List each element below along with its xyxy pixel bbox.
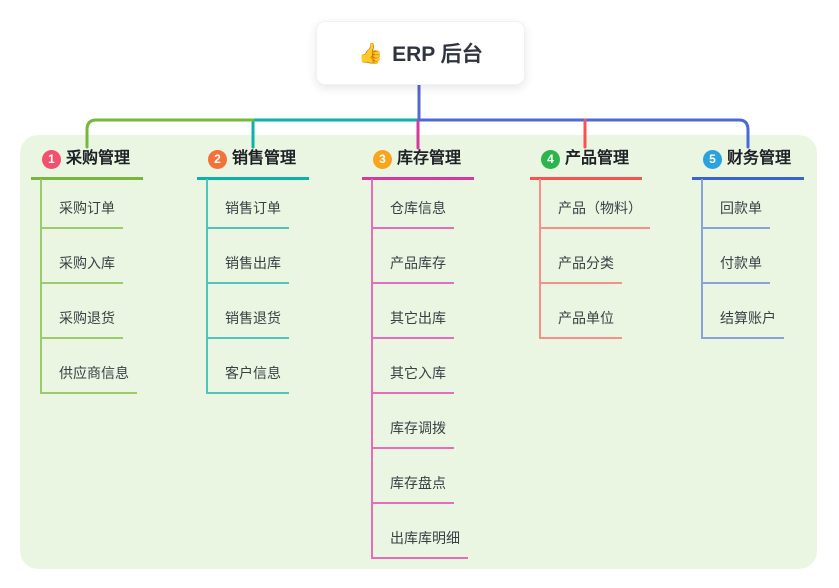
topic-label: 财务管理 <box>727 150 792 167</box>
child-node[interactable]: 库存盘点 <box>371 473 454 504</box>
branch-rail <box>206 179 208 394</box>
topic-node-finance[interactable]: 5 财务管理 <box>692 146 805 180</box>
badge-number-4: 4 <box>541 149 560 169</box>
child-node[interactable]: 供应商信息 <box>40 363 137 394</box>
thumbs-up-icon: 👍 <box>358 42 384 65</box>
topic-label: 销售管理 <box>232 150 297 167</box>
child-node[interactable]: 出库库明细 <box>371 528 468 559</box>
topic-label: 库存管理 <box>397 150 462 167</box>
child-node[interactable]: 产品分类 <box>539 253 622 284</box>
root-node-label: ERP 后台 <box>392 43 483 66</box>
child-node[interactable]: 产品库存 <box>371 253 454 284</box>
branch-rail <box>539 179 541 339</box>
branch-rail <box>40 179 42 394</box>
topic-node-sales[interactable]: 2 销售管理 <box>197 146 310 180</box>
branches-background-panel <box>20 135 817 569</box>
topic-node-purchase[interactable]: 1 采购管理 <box>31 146 144 180</box>
child-node[interactable]: 销售订单 <box>206 198 289 229</box>
topic-label: 采购管理 <box>66 150 131 167</box>
topic-node-inventory[interactable]: 3 库存管理 <box>362 146 475 180</box>
badge-number-5: 5 <box>703 149 722 169</box>
child-node[interactable]: 库存调拨 <box>371 418 454 449</box>
topic-node-product[interactable]: 4 产品管理 <box>530 146 643 180</box>
child-node[interactable]: 采购退货 <box>40 308 123 339</box>
child-node[interactable]: 付款单 <box>701 253 770 284</box>
badge-number-1: 1 <box>42 149 61 169</box>
child-node[interactable]: 客户信息 <box>206 363 289 394</box>
topic-label: 产品管理 <box>565 150 630 167</box>
child-node[interactable]: 其它出库 <box>371 308 454 339</box>
badge-number-3: 3 <box>373 149 392 169</box>
child-node[interactable]: 回款单 <box>701 198 770 229</box>
root-node-erp[interactable]: 👍 ERP 后台 <box>316 21 525 85</box>
child-node[interactable]: 采购入库 <box>40 253 123 284</box>
child-node[interactable]: 仓库信息 <box>371 198 454 229</box>
child-node[interactable]: 其它入库 <box>371 363 454 394</box>
child-node[interactable]: 产品单位 <box>539 308 622 339</box>
branch-rail <box>371 179 373 559</box>
branch-rail <box>701 179 703 339</box>
child-node[interactable]: 结算账户 <box>701 308 784 339</box>
badge-number-2: 2 <box>208 149 227 169</box>
child-node[interactable]: 产品（物料） <box>539 198 650 229</box>
child-node[interactable]: 销售退货 <box>206 308 289 339</box>
child-node[interactable]: 销售出库 <box>206 253 289 284</box>
child-node[interactable]: 采购订单 <box>40 198 123 229</box>
